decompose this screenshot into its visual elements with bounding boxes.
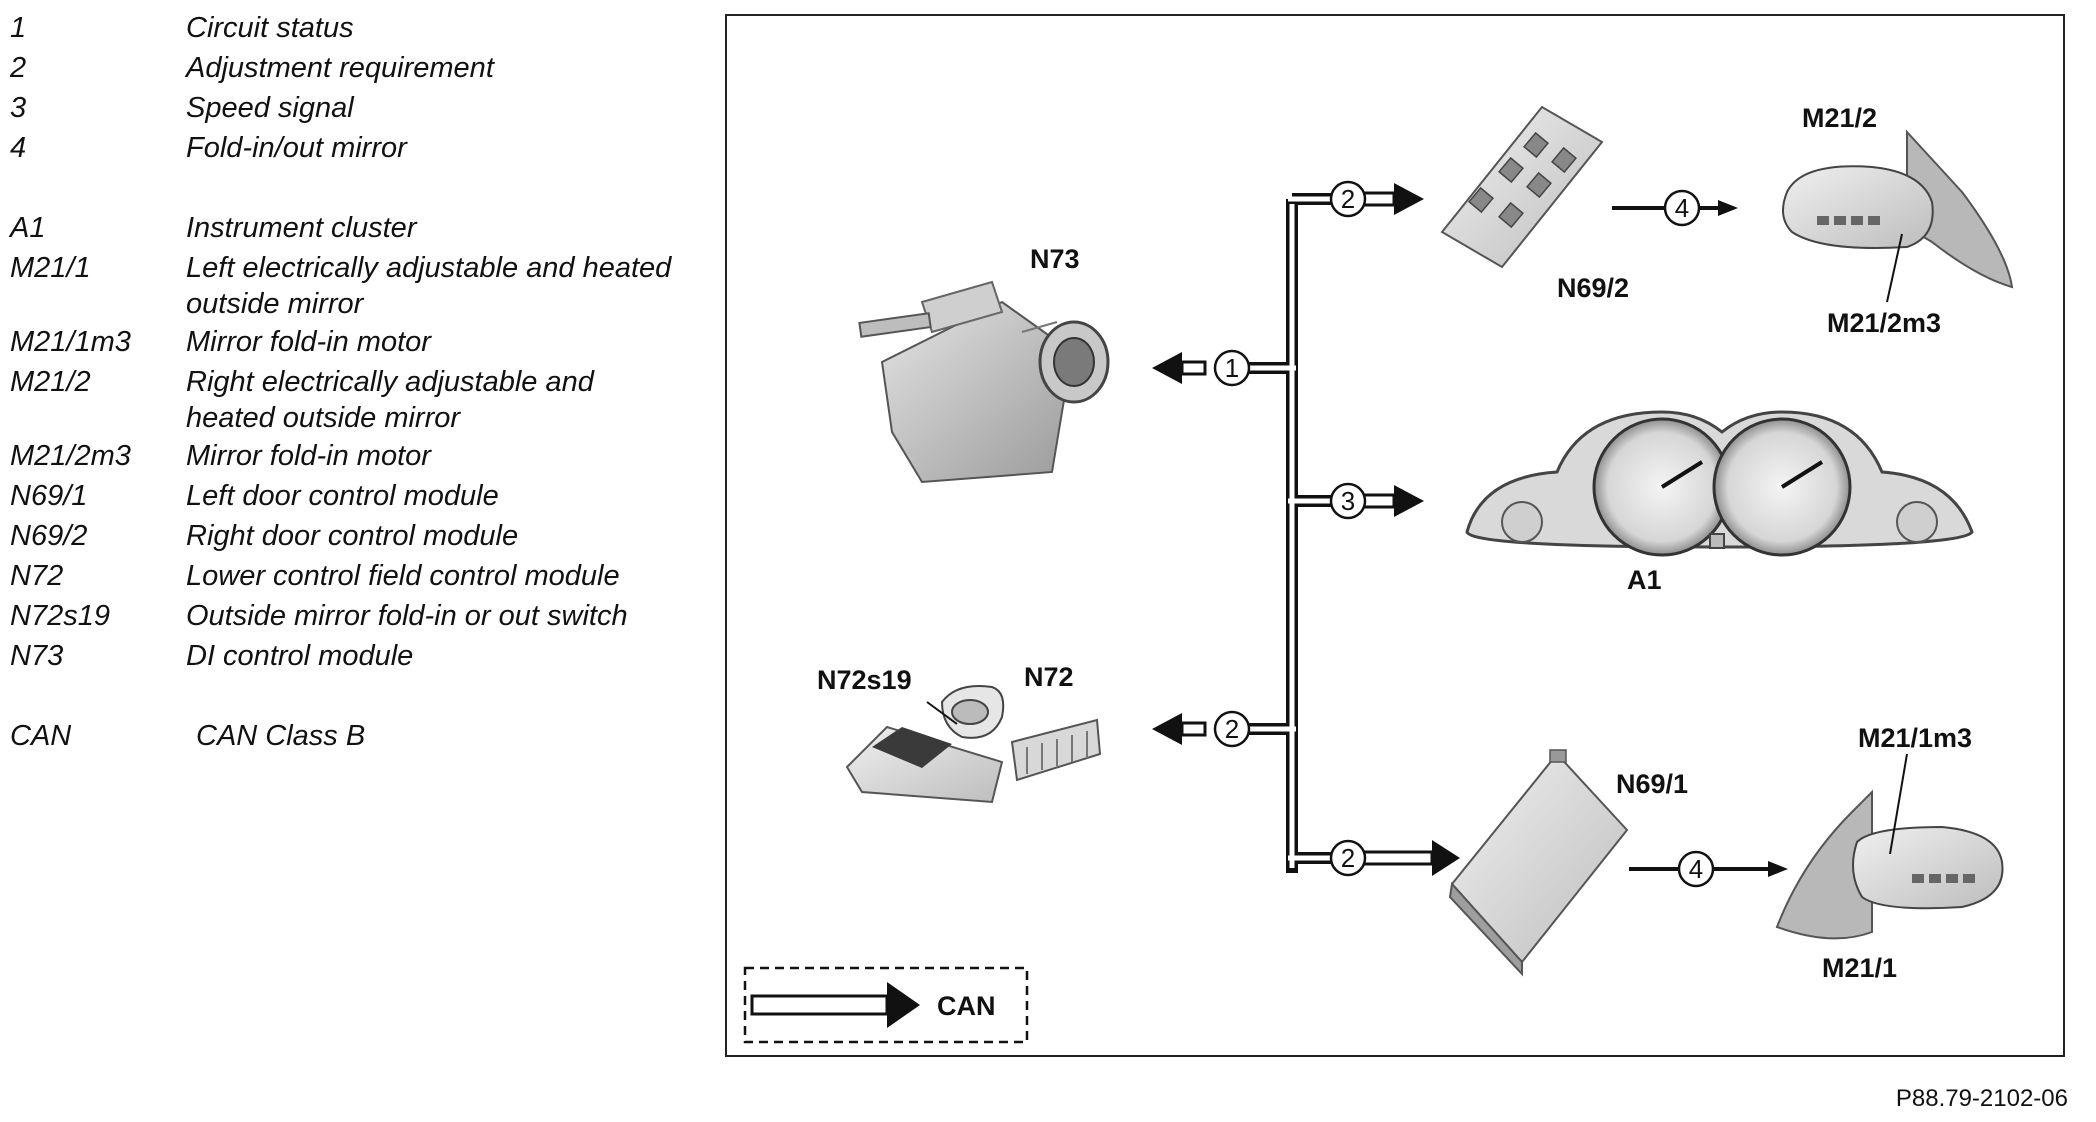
legend-desc: Outside mirror fold-in or out switch — [186, 600, 628, 632]
bus-arrow-to-n69-2 — [1360, 183, 1424, 215]
signal-number: 4 — [1689, 854, 1703, 884]
legend-code: N69/2 — [10, 520, 88, 552]
label-n69-1: N69/1 — [1616, 769, 1688, 799]
legend-desc: Mirror fold-in motor — [186, 326, 431, 358]
legend-code: N72s19 — [10, 600, 110, 632]
legend-desc: Instrument cluster — [186, 212, 417, 244]
legend-row: M21/1m3 Mirror fold-in motor — [10, 322, 690, 362]
n72s19-switch-image — [926, 685, 1005, 739]
legend-desc: Right door control module — [186, 520, 519, 552]
legend-desc: Right electrically adjustable and heated… — [186, 366, 594, 434]
signal-legend: 1 Circuit status 2 Adjustment requirement 3 S… — [10, 8, 690, 168]
legend-row: N73 DI control module — [10, 636, 690, 676]
can-bus — [1225, 193, 1334, 873]
signal-number: 2 — [1225, 714, 1239, 744]
signal-number: 2 — [1341, 184, 1355, 214]
figure-code: P88.79-2102-06 — [1895, 1085, 2068, 1112]
bus-arrow-to-n73 — [1152, 352, 1207, 384]
bus-arrow-to-a1 — [1360, 485, 1424, 517]
network-diagram: 1 2 2 3 2 4 4 — [743, 103, 2014, 1044]
signal-number: 3 — [1341, 486, 1355, 516]
signal-number: 4 — [1675, 193, 1689, 223]
legend-row: 3 Speed signal — [10, 88, 690, 128]
n72-module-image — [845, 718, 1102, 804]
wire-n69-2-to-mirror: 4 — [1612, 189, 1738, 227]
legend-code: 2 — [10, 52, 27, 84]
legend-row: N72s19 Outside mirror fold-in or out swit… — [10, 596, 690, 636]
legend-row: A1 Instrument cluster — [10, 208, 690, 248]
signal-circle-to-n72: 2 — [1213, 710, 1251, 748]
legend-row: M21/1 Left electrically adjustable and he… — [10, 248, 690, 322]
n69-2-module-image — [1440, 105, 1604, 269]
legend-desc: Circuit status — [186, 12, 354, 44]
legend-code: M21/2m3 — [10, 440, 131, 472]
legend-desc: Mirror fold-in motor — [186, 440, 431, 472]
legend-desc: Adjustment requirement — [186, 52, 494, 84]
label-n69-2: N69/2 — [1557, 273, 1629, 303]
legend: 1 Circuit status 2 Adjustment requirement 3 S… — [10, 8, 690, 756]
legend-desc: Lower control field control module — [186, 560, 620, 592]
label-n73: N73 — [1030, 244, 1080, 274]
label-m21-1m3: M21/1m3 — [1858, 723, 1972, 753]
signal-number: 1 — [1225, 353, 1239, 383]
legend-row: N69/2 Right door control module — [10, 516, 690, 556]
signal-number: 2 — [1341, 843, 1355, 873]
legend-code: N69/1 — [10, 480, 88, 512]
legend-row: 4 Fold-in/out mirror — [10, 128, 690, 168]
m21-1-mirror-image — [1775, 753, 2004, 940]
legend-desc: Left door control module — [186, 480, 499, 512]
diagram-frame: 1 2 2 3 2 4 4 — [725, 14, 2065, 1057]
legend-row: 1 Circuit status — [10, 8, 690, 48]
legend-row: M21/2m3 Mirror fold-in motor — [10, 436, 690, 476]
legend-desc: DI control module — [186, 640, 414, 672]
legend-row-can: CAN CAN Class B — [10, 716, 690, 756]
label-n72: N72 — [1024, 662, 1074, 692]
legend-code: 4 — [10, 132, 27, 164]
legend-row: N69/1 Left door control module — [10, 476, 690, 516]
legend-code: M21/2 — [10, 366, 91, 398]
legend-desc: Left electrically adjustable and heated … — [186, 252, 672, 320]
a1-cluster-image — [1465, 410, 1974, 557]
legend-desc: Fold-in/out mirror — [186, 132, 407, 164]
n73-module-image — [858, 280, 1110, 484]
m21-2-mirror-image — [1782, 129, 2014, 303]
label-m21-2m3: M21/2m3 — [1827, 308, 1941, 338]
label-m21-2: M21/2 — [1802, 103, 1877, 133]
wire-n69-1-to-mirror: 4 — [1629, 850, 1788, 888]
legend-desc: CAN Class B — [196, 720, 366, 752]
legend-code: N73 — [10, 640, 64, 672]
legend-code: N72 — [10, 560, 64, 592]
legend-code: 1 — [10, 12, 27, 44]
legend-code: CAN — [10, 720, 72, 752]
label-m21-1: M21/1 — [1822, 953, 1897, 983]
legend-desc: Speed signal — [186, 92, 354, 124]
legend-row: 2 Adjustment requirement — [10, 48, 690, 88]
signal-circle-to-n73: 1 — [1213, 349, 1251, 387]
bus-arrow-to-n72 — [1152, 713, 1207, 745]
label-a1: A1 — [1627, 565, 1662, 595]
bus-arrow-to-n69-1 — [1360, 840, 1460, 876]
can-key: CAN — [743, 966, 1029, 1044]
legend-code: 3 — [10, 92, 27, 124]
legend-row: N72 Lower control field control module — [10, 556, 690, 596]
signal-circle-to-n69-1: 2 — [1329, 839, 1367, 877]
label-n72s19: N72s19 — [817, 665, 912, 695]
legend-code: A1 — [10, 212, 46, 244]
can-key-label: CAN — [937, 991, 996, 1021]
n69-1-module-image — [1448, 749, 1629, 977]
legend-code: M21/1 — [10, 252, 91, 284]
legend-row: M21/2 Right electrically adjustable and h… — [10, 362, 690, 436]
legend-code: M21/1m3 — [10, 326, 131, 358]
signal-circle-to-a1: 3 — [1329, 482, 1367, 520]
signal-circle-to-n69-2: 2 — [1329, 180, 1367, 218]
